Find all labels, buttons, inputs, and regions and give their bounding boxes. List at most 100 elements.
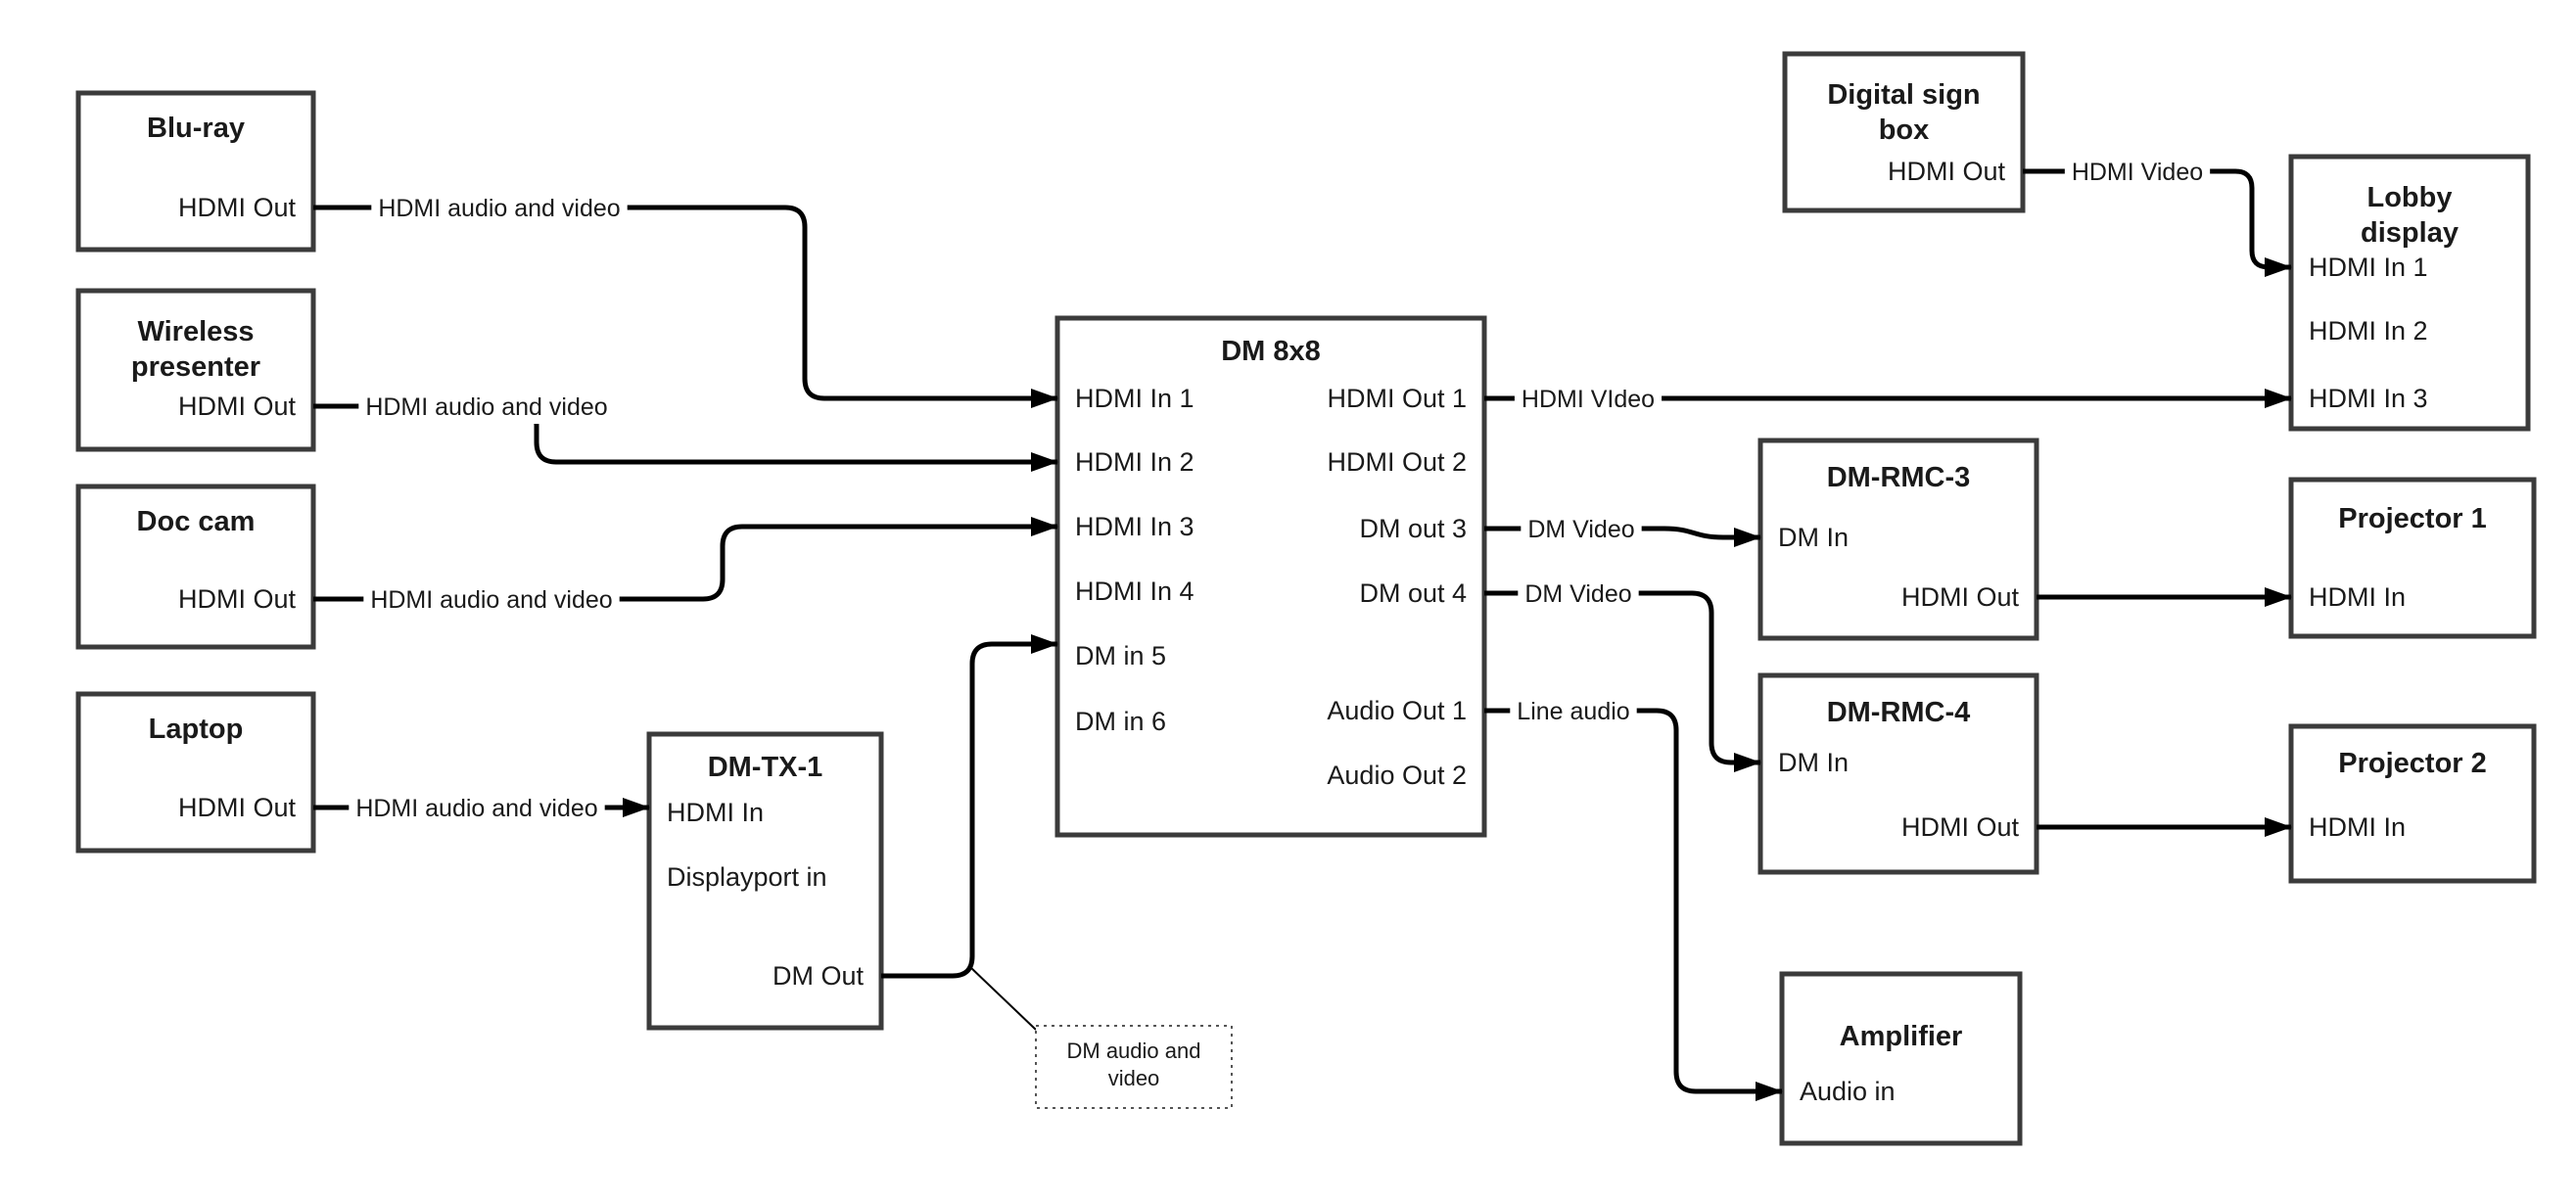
edge-label-digital-sign-to-lobby-in1: HDMI Video <box>2072 159 2203 186</box>
dm-8x8-port-hdmi-in-2: HDMI In 2 <box>1075 447 1194 477</box>
doc-cam-box <box>75 484 316 650</box>
amplifier-port-audio-in: Audio in <box>1800 1077 1896 1106</box>
edge-dmtx1-to-dm-in-5 <box>881 634 1058 979</box>
lobby-display-title: Lobby <box>2367 182 2453 213</box>
projector-1-title: Projector 1 <box>2338 503 2487 534</box>
dm-rmc-3-port-dm-in: DM In <box>1778 523 1849 552</box>
edge-label-bg <box>371 192 628 225</box>
dm-rmc-3-title: DM-RMC-3 <box>1827 462 1971 493</box>
digital-sign-box-title: Digital sign <box>1827 79 1980 111</box>
dm-8x8-port-hdmi-in-3: HDMI In 3 <box>1075 512 1194 541</box>
edge-audio-out1-to-amplifier <box>1484 708 1783 1101</box>
callout-text: video <box>1108 1066 1160 1090</box>
edge-label-hdmi-out1-to-lobby-in3: HDMI VIdeo <box>1522 386 1655 413</box>
blu-ray-port-hdmi-out: HDMI Out <box>178 193 297 222</box>
dm-tx-1-title: DM-TX-1 <box>708 752 823 783</box>
dm-8x8-port-hdmi-in-1: HDMI In 1 <box>1075 384 1194 413</box>
lobby-display-port-hdmi-in-3: HDMI In 3 <box>2309 384 2428 413</box>
edge-label-bg <box>2064 156 2211 189</box>
wireless-presenter-port-hdmi-out: HDMI Out <box>178 392 297 421</box>
lobby-display-port-hdmi-in-2: HDMI In 2 <box>2309 316 2428 346</box>
dm-rmc-4-box <box>1757 672 2039 875</box>
projector-1-port-hdmi-in: HDMI In <box>2309 582 2406 612</box>
edge-bluray-to-hdmi-in-1 <box>313 205 1058 408</box>
dm-tx-1-port-dm-out: DM Out <box>773 961 865 991</box>
dm-8x8-port-hdmi-in-4: HDMI In 4 <box>1075 577 1194 606</box>
laptop-port-hdmi-out: HDMI Out <box>178 793 297 822</box>
edge-label-bg <box>1510 695 1637 728</box>
dm-8x8-port-hdmi-out-2: HDMI Out 2 <box>1327 447 1467 477</box>
doc-cam-port-hdmi-out: HDMI Out <box>178 584 297 614</box>
edge-label-bg <box>358 391 615 424</box>
dm-rmc-3-box <box>1757 438 2039 641</box>
edge-label-wireless-to-hdmi-in-2: HDMI audio and video <box>365 393 607 421</box>
edge-label-bg <box>1514 383 1663 416</box>
dm-tx-1-port-hdmi-in: HDMI In <box>667 798 764 827</box>
amplifier-title: Amplifier <box>1840 1021 1963 1052</box>
digital-sign-box-port-hdmi-out: HDMI Out <box>1888 157 2006 186</box>
dm-rmc-3-port-hdmi-out: HDMI Out <box>1901 582 2020 612</box>
dm-rmc-4-title: DM-RMC-4 <box>1827 697 1971 728</box>
callout-text: DM audio and <box>1067 1039 1201 1063</box>
dm-8x8-port-audio-out-2: Audio Out 2 <box>1327 761 1467 790</box>
blu-ray-title: Blu-ray <box>147 113 245 144</box>
laptop-box <box>75 691 316 854</box>
wireless-presenter-box <box>75 288 316 452</box>
edge-label-laptop-to-dmtx1: HDMI audio and video <box>355 795 597 822</box>
node-projector-1: Projector 1 HDMI In <box>2288 477 2537 639</box>
wireless-presenter-title: Wireless <box>137 316 254 347</box>
laptop-title: Laptop <box>149 714 244 745</box>
node-dm-rmc-4: DM-RMC-4 DM In HDMI Out <box>1757 672 2039 875</box>
edge-label-dm-out3-to-rmc3: DM Video <box>1527 516 1634 543</box>
projector-1-box <box>2288 477 2537 639</box>
dm-8x8-port-audio-out-1: Audio Out 1 <box>1327 696 1467 725</box>
dm-rmc-4-port-dm-in: DM In <box>1778 748 1849 777</box>
projector-2-port-hdmi-in: HDMI In <box>2309 812 2406 842</box>
lobby-display-port-hdmi-in-1: HDMI In 1 <box>2309 253 2428 282</box>
edge-label-bg <box>363 583 620 617</box>
edge-digital-sign-to-lobby-in1 <box>2023 168 2292 277</box>
callout-dm-audio-video: DM audio and video <box>1035 1025 1233 1109</box>
blu-ray-box <box>75 90 316 253</box>
digital-sign-box-box <box>1782 51 2026 213</box>
node-projector-2: Projector 2 HDMI In <box>2288 723 2537 884</box>
dm-8x8-port-dm-out-4: DM out 4 <box>1359 578 1467 608</box>
edge-label-doccam-to-hdmi-in-3: HDMI audio and video <box>370 586 612 614</box>
node-dm-rmc-3: DM-RMC-3 DM In HDMI Out <box>1757 438 2039 641</box>
doc-cam-title: Doc cam <box>137 506 256 537</box>
dm-8x8-port-dm-in-6: DM in 6 <box>1075 707 1166 736</box>
edge-doccam-to-hdmi-in-3 <box>313 517 1058 602</box>
edge-label-audio-out1-to-amplifier: Line audio <box>1517 698 1629 725</box>
dm-rmc-4-port-hdmi-out: HDMI Out <box>1901 812 2020 842</box>
projector-2-title: Projector 2 <box>2338 748 2487 779</box>
edge-dm-out3-to-rmc3 <box>1484 526 1761 547</box>
edge-label-bg <box>1521 513 1642 546</box>
projector-2-box <box>2288 723 2537 884</box>
lobby-display-box <box>2288 154 2531 432</box>
dm-tx-1-port-displayport-in: Displayport in <box>667 862 827 892</box>
dm-tx-1-box <box>646 731 884 1031</box>
edge-label-dm-out4-to-rmc4: DM Video <box>1524 580 1631 608</box>
edge-callout-leader <box>969 966 1037 1031</box>
dm-8x8-port-hdmi-out-1: HDMI Out 1 <box>1327 384 1467 413</box>
dm-8x8-title: DM 8x8 <box>1221 336 1321 367</box>
edge-dm-out4-to-rmc4 <box>1484 590 1761 772</box>
edge-label-bluray-to-hdmi-in-1: HDMI audio and video <box>378 195 620 222</box>
dm-8x8-box <box>1054 315 1487 838</box>
dm-8x8-port-dm-in-5: DM in 5 <box>1075 641 1166 670</box>
amplifier-box <box>1779 971 2023 1146</box>
lobby-display-title: display <box>2361 217 2459 249</box>
